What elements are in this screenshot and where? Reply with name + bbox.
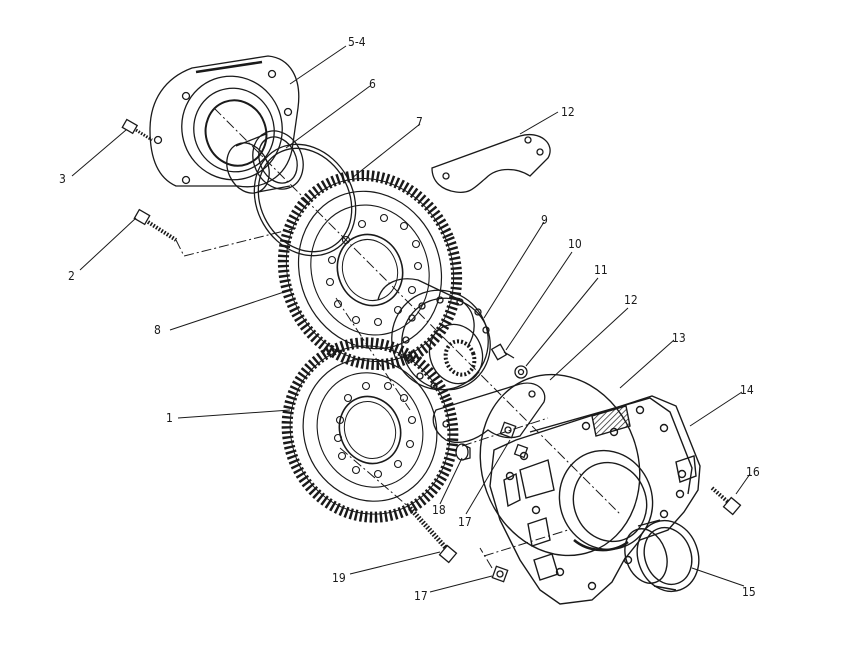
nut-part-17-upper <box>499 421 529 459</box>
bolt-part-16 <box>710 486 742 516</box>
callout-labels: 5-4 6 7 12 3 2 9 10 11 12 8 13 1 14 16 1… <box>59 35 760 603</box>
callout-9: 9 <box>541 213 548 227</box>
dowel-part-18 <box>455 443 471 461</box>
callout-12-top: 12 <box>561 105 575 119</box>
callout-8: 8 <box>154 323 161 337</box>
callout-12-mid: 12 <box>624 293 638 307</box>
hub-part-9 <box>377 278 491 391</box>
bolt-part-3 <box>121 118 153 142</box>
callout-6: 6 <box>369 77 376 91</box>
callout-5-4: 5-4 <box>348 35 366 49</box>
callout-3: 3 <box>59 172 66 186</box>
cover-housing-part-14 <box>489 395 701 605</box>
callout-19: 19 <box>332 571 346 585</box>
assembly-center-lines <box>175 107 621 569</box>
nut-part-17-lower <box>491 565 509 583</box>
stud-part-2 <box>133 208 178 242</box>
leader-lines <box>71 45 751 593</box>
callout-2: 2 <box>68 269 75 283</box>
plate-part-12-top <box>431 133 551 194</box>
bearing-housing-part-5-4 <box>149 55 300 188</box>
callout-14: 14 <box>740 383 754 397</box>
bolt-part-10 <box>490 343 515 361</box>
callout-18: 18 <box>432 503 446 517</box>
callout-15: 15 <box>742 585 756 599</box>
callout-10: 10 <box>568 237 582 251</box>
sleeve-part-6 <box>226 130 304 194</box>
callout-17-upper: 17 <box>458 515 472 529</box>
callout-1: 1 <box>166 411 173 425</box>
thrust-plate-part-12 <box>432 382 546 444</box>
callout-7: 7 <box>416 115 423 129</box>
bearing-cup-part-15 <box>624 519 700 593</box>
callout-11: 11 <box>594 263 608 277</box>
washer-part-11 <box>514 365 528 379</box>
stud-part-19 <box>408 506 458 564</box>
gasket-part-13 <box>479 373 641 557</box>
callout-17-lower: 17 <box>414 589 428 603</box>
callout-13: 13 <box>672 331 686 345</box>
callout-16: 16 <box>746 465 760 479</box>
